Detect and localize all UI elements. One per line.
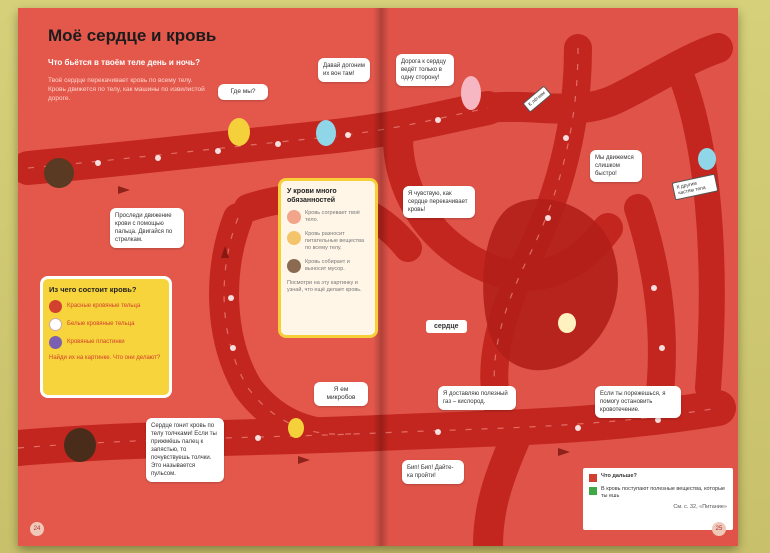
composition-text: Красные кровяные тельца — [67, 303, 141, 309]
bubble-cut: Если ты порежешься, я помогу остановить … — [595, 386, 681, 418]
page-number-left: 24 — [30, 522, 44, 536]
boy-character — [64, 428, 96, 462]
nutrient-icon — [287, 231, 301, 245]
intro-text: Твоё сердце перекачивает кровь по всему … — [48, 77, 205, 102]
girl-character — [44, 158, 74, 188]
pink-bunny-character — [461, 76, 481, 110]
blue-cell-character — [698, 148, 716, 170]
legend-swatch-red — [589, 474, 597, 482]
far-right-vessel — [624, 194, 676, 422]
open-book: Моё сердце и кровь Что бьётся в твоём те… — [18, 8, 738, 546]
heart-label: сердце — [426, 320, 467, 333]
trash-icon — [287, 259, 301, 273]
page-title: Моё сердце и кровь — [48, 26, 217, 45]
composition-title: Из чего состоит кровь? — [49, 285, 137, 294]
duty-item: Кровь согревает твоё тело. — [287, 210, 369, 224]
red-cell-icon — [49, 300, 62, 313]
platelet-icon — [49, 336, 62, 349]
bubble-follow: Проследи движение крови с помощью пальца… — [110, 208, 184, 248]
yellow-cat-character — [228, 118, 250, 146]
white-cell-character — [558, 313, 576, 333]
composition-text: Белые кровяные тельца — [67, 321, 135, 327]
edge-vessel — [665, 55, 725, 401]
platelet-character — [288, 418, 304, 438]
bubble-oxygen: Я доставляю полезный газ – кислород. — [438, 386, 516, 410]
bubble-fast: Мы движемся слишком быстро! — [590, 150, 642, 182]
page-number-right: 25 — [712, 522, 726, 536]
page-subtitle: Что бьётся в твоём теле день и ночь? — [48, 58, 200, 67]
bubble-where-are-we: Где мы? — [218, 84, 268, 100]
legend-row: Что дальше? — [589, 473, 727, 482]
bubble-chase: Давай догоним их вон там! — [318, 58, 370, 82]
composition-item: Красные кровяные тельца — [49, 300, 163, 313]
composition-item: Белые кровяные тельца — [49, 318, 163, 331]
bubble-beep: Бип! Бип! Дайте-ка пройти! — [402, 460, 464, 484]
duty-text: Кровь собирает и выносит мусор. — [305, 259, 350, 272]
legend-swatch-green — [589, 487, 597, 495]
blood-composition-box: Из чего состоит кровь? Красные кровяные … — [40, 276, 172, 398]
bubble-i-feel: Я чувствую, как сердце перекачивает кров… — [403, 186, 475, 218]
composition-footer: Найди их на картинке. Что они делают? — [49, 355, 161, 361]
duties-footer: Посмотри на эту картинку и узнай, что ещ… — [287, 280, 362, 293]
legend-title: Что дальше? — [601, 473, 637, 479]
duty-text: Кровь согревает твоё тело. — [305, 210, 360, 223]
duty-item: Кровь собирает и выносит мусор. — [287, 259, 369, 273]
legend-row: В кровь поступают полезные вещества, кот… — [589, 486, 727, 500]
book-gutter — [373, 8, 389, 546]
composition-text: Кровяные пластинки — [67, 339, 125, 345]
bubble-one-way: Дорога к сердцу ведёт только в одну стор… — [396, 54, 454, 86]
warm-icon — [287, 210, 301, 224]
blue-cat-character — [316, 120, 336, 146]
bubble-heart-pump: Сердце гонит кровь по телу толчками! Есл… — [146, 418, 224, 482]
blood-duties-title: У крови много обязанностей — [287, 188, 337, 204]
legend-footer: См. с. 32, «Питание» — [673, 504, 727, 510]
duty-item: Кровь разносит питательные вещества по в… — [287, 231, 369, 252]
white-cell-icon — [49, 318, 62, 331]
heart-shape — [483, 199, 618, 371]
legend-text: В кровь поступают полезные вещества, кот… — [601, 486, 726, 499]
upper-vessel — [18, 91, 505, 185]
bottom-vessel — [473, 418, 533, 546]
blood-duties-box: У крови много обязанностей Кровь согрева… — [278, 178, 378, 338]
whats-next-legend: Что дальше? В кровь поступают полезные в… — [583, 468, 733, 530]
composition-item: Кровяные пластинки — [49, 336, 163, 349]
duty-text: Кровь разносит питательные вещества по в… — [305, 231, 365, 251]
bubble-germ: Я ем микробов — [314, 382, 368, 406]
